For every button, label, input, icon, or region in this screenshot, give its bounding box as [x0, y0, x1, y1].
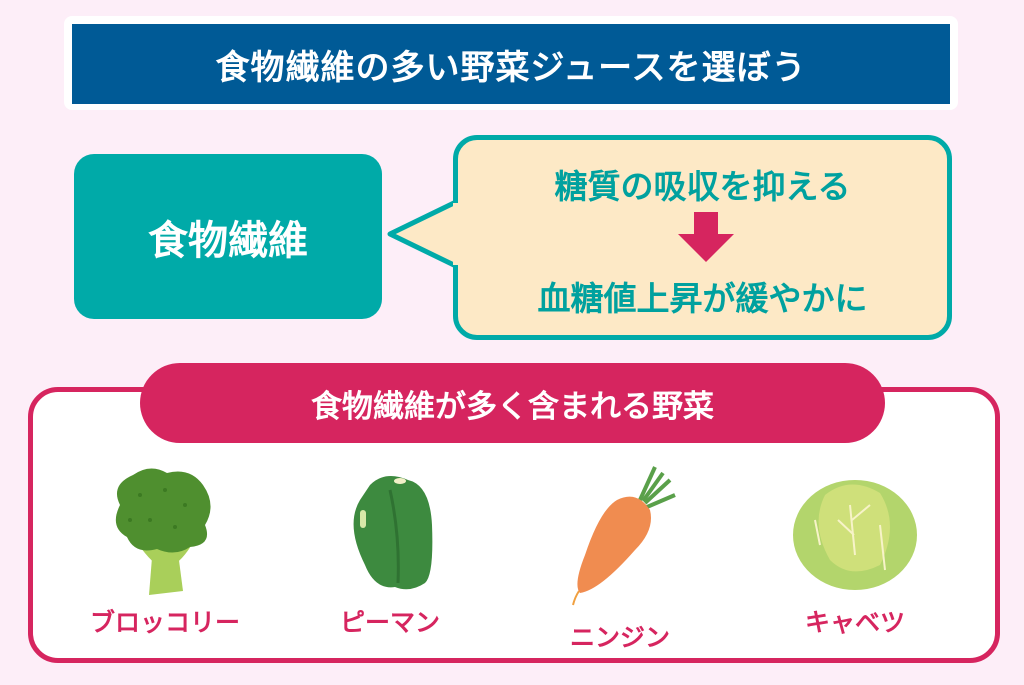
- vegetable-label: ニンジン: [569, 623, 670, 652]
- vegetable-label: ブロッコリー: [89, 608, 240, 637]
- fiber-label-box: 食物繊維: [74, 154, 382, 319]
- page-title: 食物繊維の多い野菜ジュースを選ぼう: [72, 24, 950, 104]
- down-arrow-icon: [678, 212, 734, 262]
- vegetable-item-broccoli: ブロッコリー: [75, 465, 255, 639]
- effect-line-1: 糖質の吸収を抑える: [554, 167, 851, 206]
- effects-speech-bubble: 糖質の吸収を抑える 血糖値上昇が緩やかに: [453, 135, 952, 340]
- green-pepper-icon: [353, 476, 433, 590]
- cabbage-icon: [793, 480, 917, 590]
- vegetables-heading: 食物繊維が多く含まれる野菜: [140, 363, 885, 443]
- broccoli-icon: [115, 468, 211, 595]
- vegetable-item-green-pepper: ピーマン: [300, 465, 480, 639]
- tail-join: [453, 203, 461, 265]
- vegetable-item-cabbage: キャベツ: [765, 465, 945, 639]
- vegetable-label: ピーマン: [339, 608, 440, 637]
- carrot-icon: [572, 466, 676, 606]
- vegetable-item-carrot: ニンジン: [530, 465, 710, 654]
- effect-line-2: 血糖値上昇が緩やかに: [537, 279, 868, 318]
- vegetable-label: キャベツ: [804, 608, 905, 637]
